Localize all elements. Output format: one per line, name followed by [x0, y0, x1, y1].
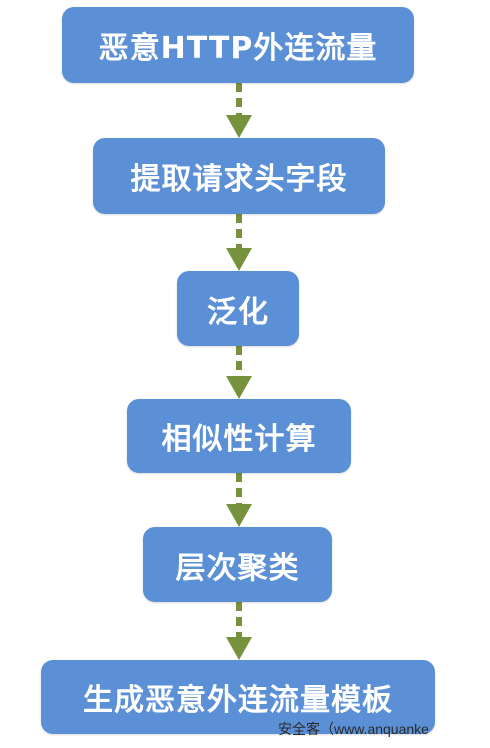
arrow-1 [226, 83, 252, 138]
arrow-5 [226, 602, 252, 660]
step-generalize: 泛化 [177, 271, 299, 346]
step-3-label: 泛化 [207, 294, 269, 330]
arrow-4 [226, 473, 252, 527]
step-malicious-http-traffic: 恶意HTTP外连流量 [62, 7, 414, 83]
step-extract-headers: 提取请求头字段 [93, 138, 385, 214]
step-1-label: 恶意HTTP外连流量 [98, 31, 378, 66]
arrow-2 [226, 214, 252, 271]
step-6-label: 生成恶意外连流量模板 [83, 683, 393, 718]
watermark: 安全客（www.anquanke [278, 721, 429, 737]
step-hierarchical-clustering: 层次聚类 [143, 527, 332, 602]
step-4-label: 相似性计算 [161, 422, 317, 457]
step-generate-template: 生成恶意外连流量模板 [41, 660, 435, 734]
step-similarity: 相似性计算 [127, 399, 351, 473]
arrow-3 [226, 346, 252, 399]
step-5-label: 层次聚类 [175, 550, 300, 586]
step-2-label: 提取请求头字段 [130, 162, 348, 197]
